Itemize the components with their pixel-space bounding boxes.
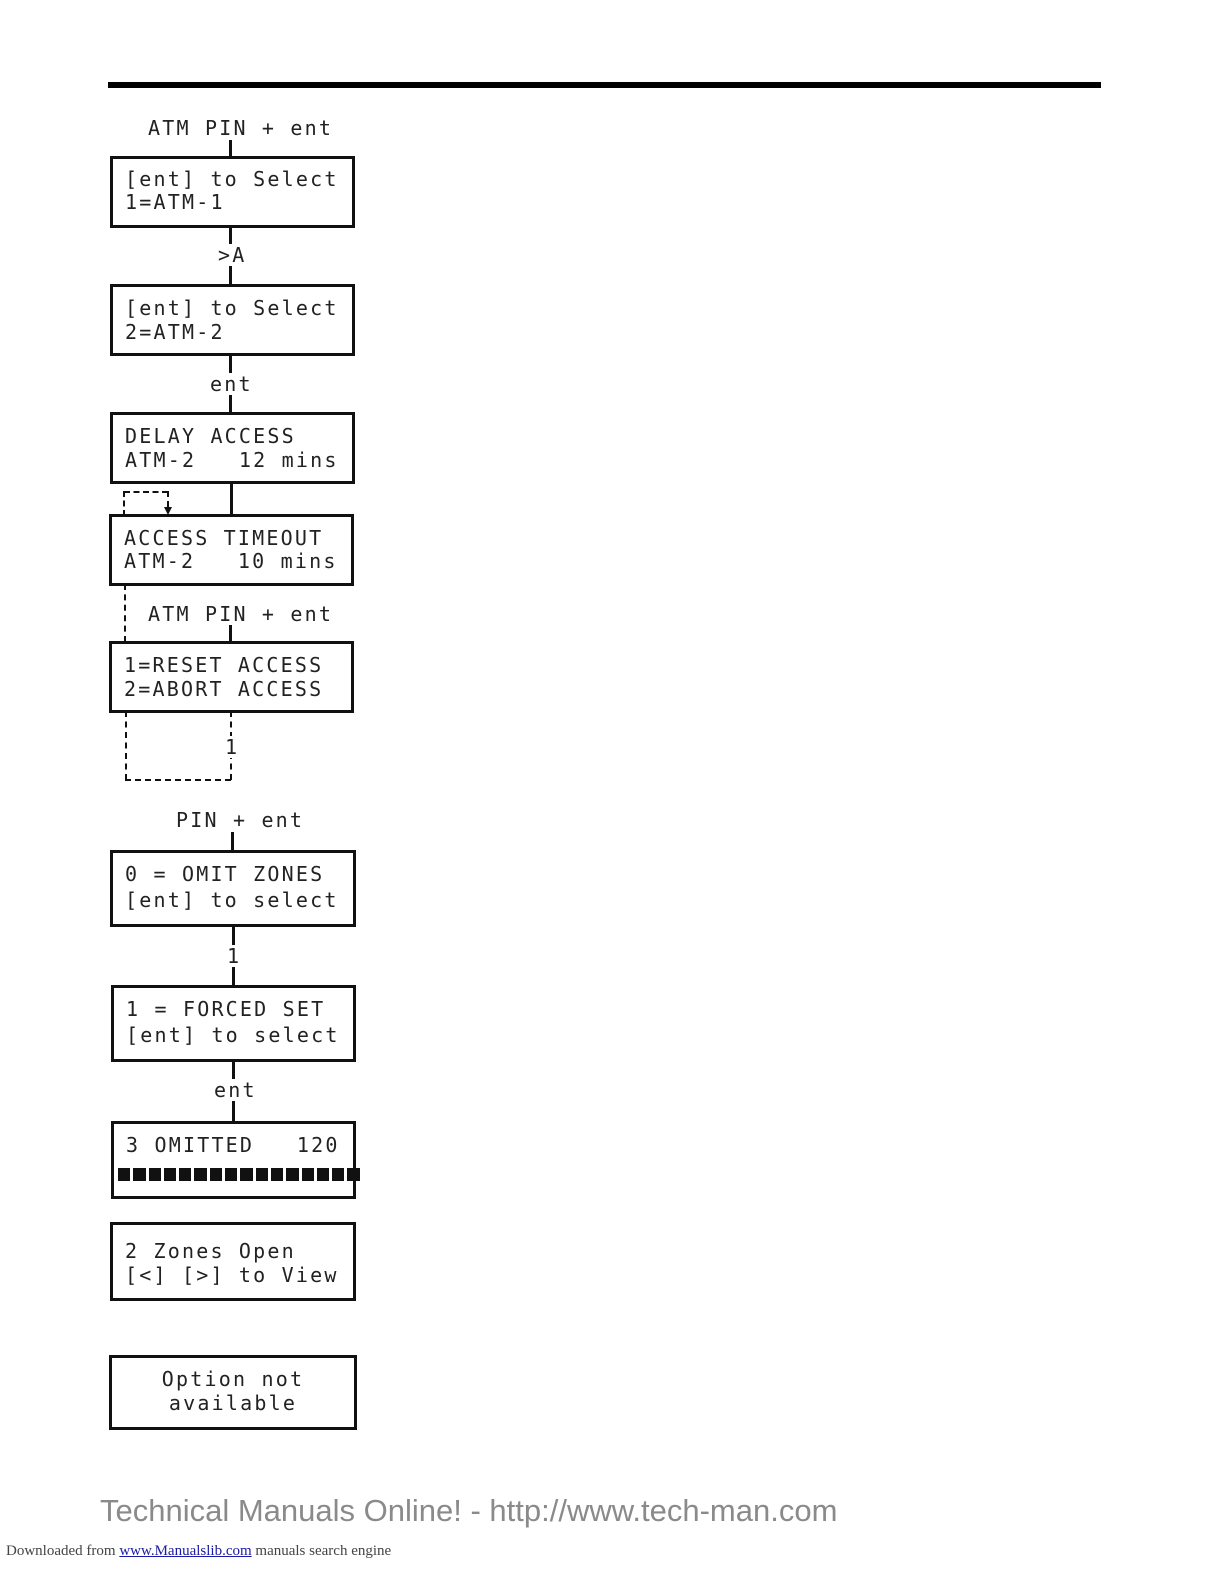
lcd-block — [163, 1168, 177, 1181]
key-label-gt-a: >A — [218, 243, 247, 267]
lcd-block — [270, 1168, 284, 1181]
lcd-screen-omitted: 3 OMITTED 120 — [111, 1121, 360, 1199]
lcd-block — [240, 1168, 253, 1181]
key-label-atm-pin-ent: ATM PIN + ent — [148, 602, 334, 626]
lcd-screen-access-timeout: ACCESS TIMEOUT ATM-2 10 mins — [109, 514, 354, 586]
connector-line — [229, 140, 232, 158]
lcd-line-1: 1 = FORCED SET — [126, 997, 326, 1021]
dashed-return-line — [124, 584, 126, 642]
lcd-block — [347, 1168, 360, 1181]
footer-downloaded: Downloaded from www.Manualslib.com manua… — [6, 1543, 391, 1560]
lcd-line-2: [ent] to select — [126, 1023, 340, 1047]
key-label-ent: ent — [214, 1078, 257, 1102]
connector-line — [229, 624, 232, 644]
lcd-line-2: [ent] to select — [125, 888, 339, 912]
key-label-ent: ent — [210, 372, 253, 396]
lcd-block — [332, 1168, 345, 1181]
lcd-screen-select-atm1: [ent] to Select 1=ATM-1 — [110, 156, 355, 228]
lcd-progress-blocks — [118, 1168, 360, 1181]
footer-downloaded-suffix: manuals search engine — [255, 1543, 392, 1559]
lcd-line-1: 0 = OMIT ZONES — [125, 862, 325, 886]
key-label-pin-ent: PIN + ent — [176, 808, 305, 832]
top-rule — [108, 82, 1101, 88]
lcd-screen-select-atm2: [ent] to Select 2=ATM-2 — [110, 284, 355, 356]
lcd-line-1: ACCESS TIMEOUT — [124, 526, 324, 550]
lcd-block — [316, 1168, 330, 1181]
lcd-screen-zones-open: 2 Zones Open [<] [>] to View — [110, 1222, 356, 1301]
lcd-line-1: DELAY ACCESS — [125, 424, 296, 448]
key-label-1: 1 — [227, 944, 242, 968]
key-label-1: 1 — [225, 735, 240, 759]
lcd-line-2: ATM-2 12 mins — [125, 448, 339, 472]
lcd-block — [179, 1168, 192, 1181]
dashed-return-line — [125, 779, 231, 781]
lcd-line-1: 2 Zones Open — [125, 1239, 296, 1263]
dashed-loop-line — [123, 491, 125, 516]
lcd-block — [133, 1168, 146, 1181]
lcd-block — [255, 1168, 268, 1181]
lcd-screen-not-available: Option not available — [109, 1355, 357, 1430]
connector-line — [231, 832, 234, 853]
lcd-line-2: ATM-2 10 mins — [124, 549, 338, 573]
arrow-down-icon — [164, 507, 172, 515]
lcd-line-2: 1=ATM-1 — [125, 190, 225, 214]
lcd-line-1: 3 OMITTED 120 — [126, 1133, 340, 1157]
lcd-line-1: 1=RESET ACCESS — [124, 653, 324, 677]
lcd-block — [194, 1168, 207, 1181]
footer-watermark: Technical Manuals Online! - http://www.t… — [100, 1493, 838, 1528]
lcd-screen-forced-set: 1 = FORCED SET [ent] to select — [111, 985, 356, 1062]
lcd-screen-reset-abort: 1=RESET ACCESS 2=ABORT ACCESS — [109, 641, 354, 713]
lcd-line-1: [ent] to Select — [125, 167, 339, 191]
lcd-block — [209, 1168, 223, 1181]
lcd-block — [286, 1168, 299, 1181]
lcd-block — [118, 1168, 131, 1181]
dashed-loop-line — [124, 491, 168, 493]
lcd-line-2: 2=ATM-2 — [125, 320, 225, 344]
footer-downloaded-prefix: Downloaded from — [6, 1543, 116, 1559]
dashed-loop-line — [167, 491, 169, 507]
lcd-block — [148, 1168, 161, 1181]
lcd-line-1: Option not — [161, 1367, 305, 1391]
connector-line — [230, 482, 233, 516]
manualslib-link[interactable]: www.Manualslib.com — [119, 1543, 252, 1559]
lcd-line-1: [ent] to Select — [125, 296, 339, 320]
lcd-screen-omit-zones: 0 = OMIT ZONES [ent] to select — [110, 850, 356, 927]
lcd-block — [301, 1168, 314, 1181]
lcd-line-2: 2=ABORT ACCESS — [124, 677, 324, 701]
dashed-return-line — [125, 711, 127, 780]
lcd-line-2: available — [168, 1391, 298, 1415]
lcd-screen-delay-access: DELAY ACCESS ATM-2 12 mins — [110, 412, 355, 484]
lcd-block — [225, 1168, 238, 1181]
key-label-atm-pin-ent: ATM PIN + ent — [148, 116, 334, 140]
lcd-line-2: [<] [>] to View — [125, 1263, 339, 1287]
